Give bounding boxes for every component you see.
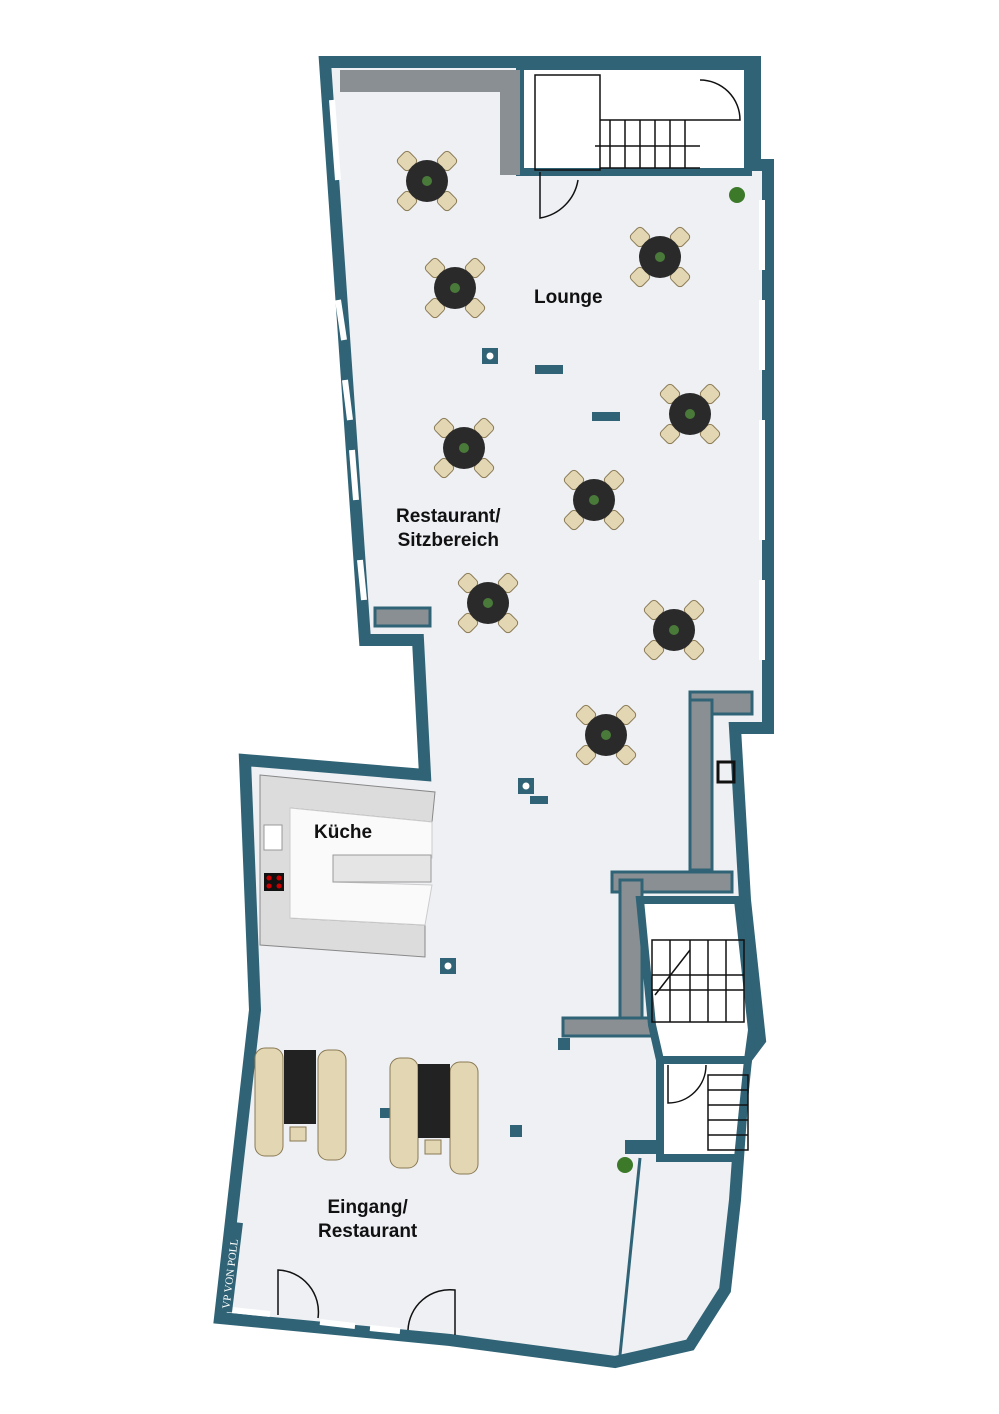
centerpiece-icon [655, 252, 665, 262]
centerpiece-icon [422, 176, 432, 186]
round-table [424, 257, 486, 319]
round-table [396, 150, 458, 212]
round-table [433, 417, 495, 479]
centerpiece-icon [669, 625, 679, 635]
windows [231, 99, 765, 1334]
centerpiece-icon [589, 495, 599, 505]
kitchen [259, 774, 436, 958]
centerpiece-icon [601, 730, 611, 740]
round-table [629, 226, 691, 288]
room-label-entrance: Eingang/ Restaurant [318, 1197, 418, 1242]
room-label-restaurant: Restaurant/ Sitzbereich [396, 506, 501, 551]
round-table [563, 469, 625, 531]
centerpiece-icon [459, 443, 469, 453]
centerpiece-icon [450, 283, 460, 293]
outer-walls [213, 56, 774, 1369]
round-table [659, 383, 721, 445]
stairwell-lower [635, 896, 757, 1162]
centerpiece-icon [483, 598, 493, 608]
tables [396, 150, 721, 766]
stove-icon [264, 873, 284, 891]
room-label-kitchen: Küche [314, 822, 373, 843]
round-table [457, 572, 519, 634]
stairwell-top [340, 62, 752, 219]
booths [254, 1047, 479, 1175]
round-table [575, 704, 637, 766]
centerpiece-icon [685, 409, 695, 419]
round-table [643, 599, 705, 661]
entry-doors [277, 1269, 456, 1335]
sink-icon [263, 824, 283, 851]
room-label-lounge: Lounge [534, 287, 603, 308]
plant-icon [617, 187, 745, 1173]
inner-walls [373, 606, 754, 1038]
